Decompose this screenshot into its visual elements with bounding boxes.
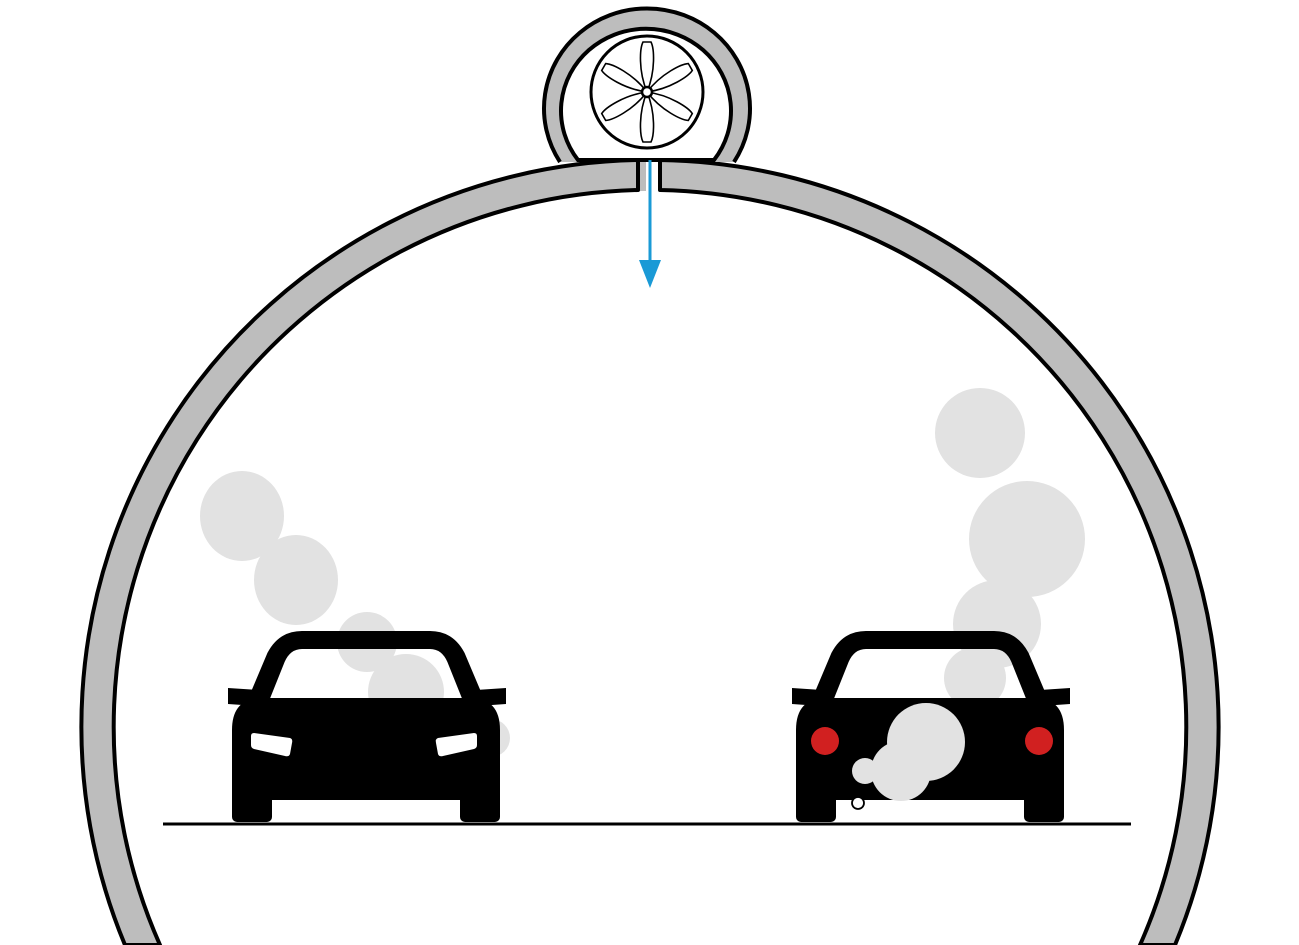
car-rear-taillight-right (1025, 727, 1053, 755)
ventilation-fan (542, 6, 752, 164)
airflow-arrow (639, 160, 661, 288)
fan-blades (600, 41, 694, 143)
tunnel-band-left (79, 158, 640, 945)
smoke-puff (200, 471, 284, 561)
smoke-puff (871, 741, 931, 801)
car-front-wheel-right (460, 790, 500, 822)
fan-blade (645, 62, 694, 94)
exhaust-smoke-right (935, 388, 1085, 709)
car-rear-cabin (812, 631, 1048, 705)
smoke-puff (969, 481, 1085, 597)
car-front-wheel-left (232, 790, 272, 822)
fan-blade (639, 41, 655, 95)
fan-blade (600, 62, 649, 94)
smoke-puff (944, 647, 1006, 709)
tunnel-outer-outline (112, 158, 646, 945)
exhaust-pipe-outlet (851, 796, 865, 810)
smoke-puff (935, 388, 1025, 478)
tunnel-wall (79, 158, 1221, 945)
exhaust-smoke-tailpipe (851, 703, 965, 810)
car-rear-wheel-right (1024, 790, 1064, 822)
fan-blade (600, 90, 649, 122)
fan-blade (645, 90, 694, 122)
fan-blade (639, 89, 655, 143)
car-front-headlight-right (435, 733, 477, 757)
car-front-body (232, 698, 500, 800)
car-front-headlight-left (251, 733, 293, 757)
car-rear-wheel-left (796, 790, 836, 822)
smoke-puff (852, 758, 878, 784)
smoke-puff (254, 535, 338, 625)
car-rear-taillight-left (811, 727, 839, 755)
airflow-arrow-head (639, 260, 661, 288)
fan-hub (640, 85, 654, 99)
tunnel-band-right (658, 158, 1221, 945)
car-front-view (228, 631, 506, 822)
